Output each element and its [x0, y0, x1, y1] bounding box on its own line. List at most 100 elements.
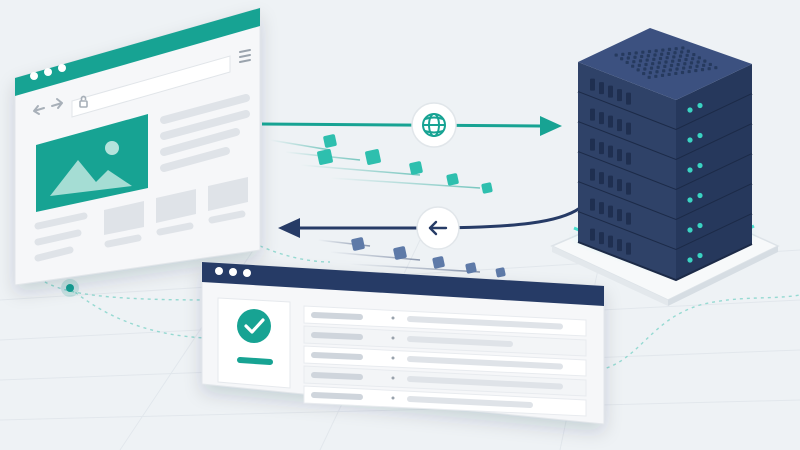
vent-dot — [714, 66, 718, 70]
vent-dot — [680, 50, 684, 54]
vent-dot — [666, 51, 670, 56]
row-key-skeleton — [311, 352, 363, 360]
row-separator — [391, 316, 395, 320]
vent-dot — [696, 60, 700, 64]
vent-dot — [643, 67, 647, 71]
vent-dot — [645, 58, 649, 62]
vent-dot — [651, 62, 655, 66]
vent-dot — [625, 60, 629, 65]
vent-dot — [664, 60, 668, 64]
vent-dot — [641, 50, 645, 54]
response-titlebar — [202, 262, 604, 306]
row-key-skeleton — [311, 312, 363, 320]
vent-dot — [663, 64, 667, 68]
vent-dot — [685, 53, 689, 57]
row-key-skeleton — [311, 332, 363, 340]
vent-dot — [680, 70, 685, 75]
server-stack — [577, 62, 753, 282]
vent-dot — [676, 63, 680, 67]
vent-dot — [631, 64, 635, 68]
vent-dot — [627, 52, 632, 56]
server-unit — [577, 212, 753, 282]
vent-dot — [658, 56, 663, 61]
vent-dot — [632, 60, 636, 64]
table-row — [303, 345, 587, 377]
row-separator — [391, 376, 395, 380]
server-led — [697, 222, 703, 229]
three-dots-icon — [30, 64, 66, 80]
vent-dot — [647, 75, 651, 79]
arrow-right-icon[interactable] — [51, 98, 63, 109]
vent-dot — [702, 63, 706, 67]
globe-icon — [422, 113, 446, 137]
vent-dot — [653, 53, 657, 57]
response-arrowhead — [278, 218, 300, 238]
server-led — [697, 192, 703, 199]
vent-dot — [655, 70, 659, 74]
table-row — [303, 305, 587, 337]
vent-dot — [667, 47, 672, 51]
table-row — [303, 385, 587, 417]
vent-dot — [614, 53, 618, 57]
vent-dot — [683, 62, 687, 66]
hamburger-menu-icon[interactable] — [239, 49, 251, 63]
vent-dot — [620, 57, 624, 61]
server-rack-icon — [550, 28, 780, 306]
connector-node-glow — [61, 279, 79, 297]
row-separator — [391, 336, 395, 340]
row-separator — [391, 356, 395, 360]
vent-dot — [652, 57, 656, 61]
row-separator — [391, 396, 395, 400]
vent-dot — [689, 61, 694, 65]
footer-skeleton — [34, 210, 246, 262]
connector-node — [66, 284, 74, 292]
arrow-left-icon[interactable] — [33, 105, 45, 115]
vent-dot — [646, 54, 650, 58]
arrow-left-icon-badge — [416, 206, 460, 250]
row-value-skeleton — [407, 376, 563, 390]
vent-dot — [661, 48, 665, 52]
vent-dot — [674, 47, 678, 51]
vent-dot — [668, 68, 672, 72]
vent-dot — [636, 68, 640, 72]
server-led — [687, 197, 693, 203]
vent-dot — [703, 59, 707, 63]
vent-dot — [665, 56, 669, 60]
vent-dot — [672, 55, 676, 59]
vent-dot — [684, 57, 688, 62]
browser-titlebar — [15, 8, 260, 96]
vent-dot — [681, 46, 685, 50]
check-circle-icon — [237, 309, 271, 343]
request-packets — [317, 134, 493, 194]
vent-dot — [621, 52, 625, 56]
vent-dot — [682, 66, 686, 70]
row-key-skeleton — [311, 372, 363, 380]
server-led — [687, 107, 693, 113]
vent-dot — [640, 54, 644, 59]
vent-dot — [708, 62, 712, 67]
server-unit — [577, 122, 753, 192]
vent-dot — [660, 73, 665, 77]
server-vent-grid — [614, 46, 718, 79]
vent-dot — [637, 63, 641, 67]
address-bar[interactable] — [71, 55, 231, 118]
vent-dot — [638, 59, 643, 63]
vent-dot — [675, 67, 679, 71]
three-dots-icon — [215, 267, 251, 277]
server-unit — [577, 152, 753, 222]
browser-window-content — [14, 7, 261, 286]
server-led — [697, 132, 703, 139]
vent-dot — [634, 51, 638, 55]
vent-dot — [660, 52, 664, 56]
vent-dot — [654, 49, 658, 53]
request-arrowhead — [540, 116, 562, 136]
vent-dot — [647, 49, 652, 54]
server-led — [697, 162, 703, 169]
vent-dot — [649, 66, 654, 70]
arrow-left-icon — [428, 220, 448, 236]
table-row — [303, 365, 587, 397]
server-led — [687, 227, 693, 233]
vent-dot — [642, 71, 646, 76]
card-grid — [104, 177, 248, 235]
